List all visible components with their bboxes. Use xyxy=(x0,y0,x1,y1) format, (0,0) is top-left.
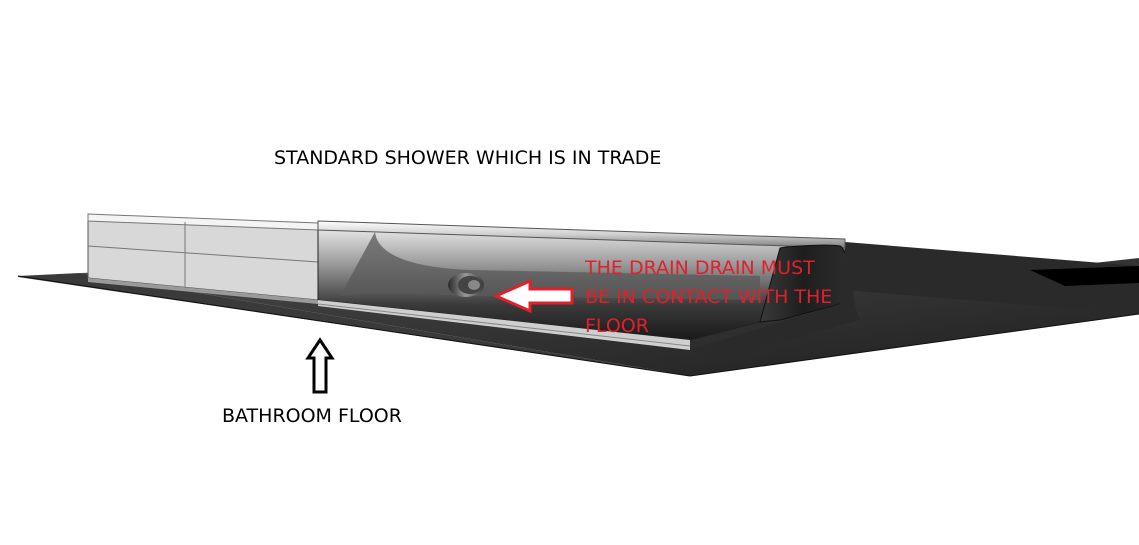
left-arrow-icon xyxy=(492,278,574,314)
drain-note-line: THE DRAIN DRAIN MUST xyxy=(585,257,815,279)
drain-note-line: FLOOR xyxy=(585,315,649,337)
drain-note-line: BE IN CONTACT WITH THE xyxy=(585,286,833,308)
tray-channel xyxy=(317,220,846,350)
up-arrow-icon xyxy=(305,337,335,394)
drain-note: THE DRAIN DRAIN MUST BE IN CONTACT WITH … xyxy=(585,254,875,341)
bathroom-floor-label: BATHROOM FLOOR xyxy=(222,405,402,427)
drain-outlet xyxy=(448,273,484,297)
tray-left-block xyxy=(87,213,319,304)
diagram-title: STANDARD SHOWER WHICH IS IN TRADE xyxy=(274,147,662,169)
tray-end-cap xyxy=(690,244,860,360)
